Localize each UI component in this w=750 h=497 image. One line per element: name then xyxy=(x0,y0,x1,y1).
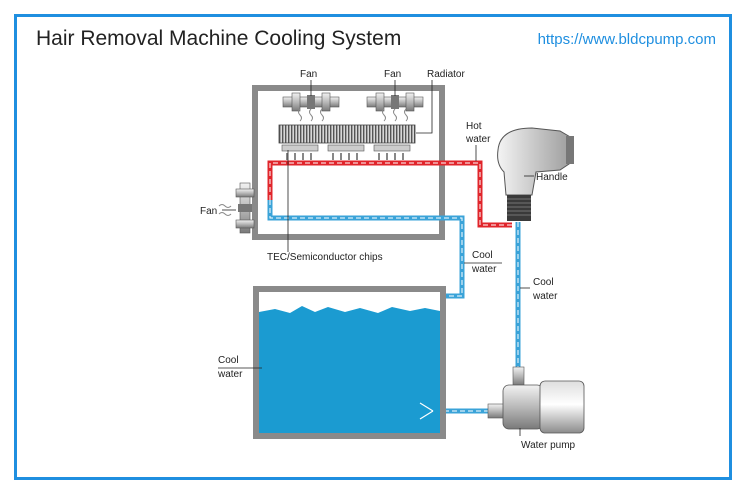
diagram-title: Hair Removal Machine Cooling System xyxy=(36,27,402,50)
label-hot-water-line2: water xyxy=(465,134,491,145)
tec-chips-icon xyxy=(281,144,411,160)
label-radiator: Radiator xyxy=(427,69,465,80)
diagram-frame xyxy=(14,14,732,480)
label-water-pump: Water pump xyxy=(521,440,576,451)
water-tank xyxy=(253,286,446,439)
label-hot-water-line1: Hot xyxy=(466,121,482,132)
label-tec-chips: TEC/Semiconductor chips xyxy=(267,252,383,263)
fan-right-icon xyxy=(366,92,424,112)
airflow-icon xyxy=(298,108,408,122)
hot-water-pipe xyxy=(267,160,512,228)
label-fan-left: Fan xyxy=(300,69,317,80)
label-cool-water-mid-line2: water xyxy=(471,264,497,275)
label-cool-water-tank-line2: water xyxy=(217,369,243,380)
handle-icon xyxy=(497,127,574,221)
website-link[interactable]: https://www.bldcpump.com xyxy=(537,31,716,48)
label-cool-water-tank-line1: Cool xyxy=(218,355,239,366)
label-fan-side: Fan xyxy=(200,206,217,217)
label-cool-water-mid-line1: Cool xyxy=(472,250,493,261)
label-cool-water-right-line2: water xyxy=(532,291,558,302)
fan-left-icon xyxy=(282,92,340,112)
fan-side-icon xyxy=(218,182,255,234)
label-cool-water-right-line1: Cool xyxy=(533,277,554,288)
radiator-icon xyxy=(278,124,416,144)
leader-lines xyxy=(218,80,534,436)
label-handle: Handle xyxy=(536,172,568,183)
label-fan-right: Fan xyxy=(384,69,401,80)
water-pump-icon xyxy=(487,366,585,434)
